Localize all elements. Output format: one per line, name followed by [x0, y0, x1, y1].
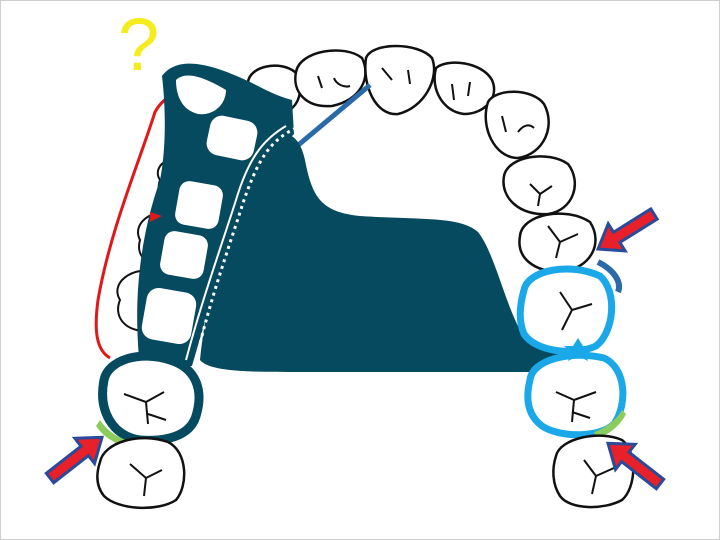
tooth-central-right	[435, 63, 495, 114]
tooth-lateral-right	[486, 92, 549, 158]
tooth-canine-right	[503, 156, 574, 214]
tooth-central-left	[365, 46, 434, 114]
tooth-molar-right	[528, 355, 623, 435]
arrow-left-icon	[590, 200, 663, 262]
question-mark: ?	[118, 8, 159, 82]
tooth-premolar-right	[519, 214, 595, 272]
tooth-premolar-right-2	[520, 269, 611, 351]
